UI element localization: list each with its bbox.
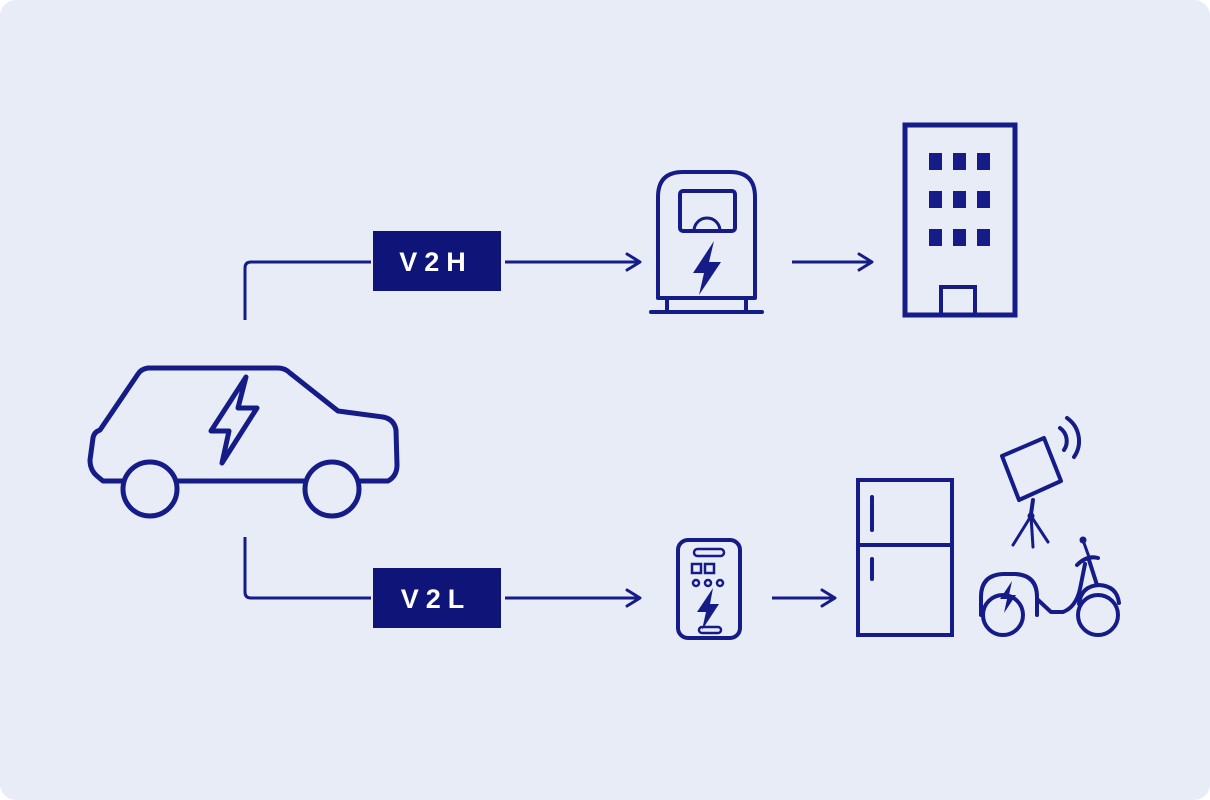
connector-top: [243, 260, 371, 320]
powerstation-vent-bottom: [697, 625, 723, 635]
arrow-v2h-to-charger: [505, 252, 642, 272]
scooter-mirror-stem: [1082, 541, 1091, 559]
v2l-label-text: V2L: [401, 584, 472, 614]
building-door: [939, 285, 977, 315]
arrow-powerstation-to-appliances: [772, 588, 837, 608]
scooter-handlebar: [1075, 555, 1100, 567]
refrigerator-icon: [856, 478, 954, 637]
charger-gauge: [692, 216, 722, 232]
connector-bottom: [243, 537, 371, 600]
scooter-front-fender: [1077, 583, 1121, 606]
powerstation-button: [690, 562, 703, 575]
v2h-label-box: [373, 231, 501, 291]
powerstation-indicator: [691, 578, 701, 588]
charger-screen: [678, 189, 737, 233]
rear-wheel: [302, 459, 362, 519]
portable-power-station-icon: [676, 538, 742, 640]
building-outline: [902, 122, 1018, 318]
signal-waves-icon: [1058, 416, 1082, 459]
front-wheel: [120, 459, 180, 519]
scooter-mirror: [1079, 536, 1087, 544]
arrow-charger-to-building: [792, 252, 874, 272]
v2l-label: V2L: [373, 568, 501, 628]
building-windows: [929, 153, 990, 246]
v2l-label-box: [373, 568, 501, 628]
scooter-fork: [1087, 558, 1099, 587]
v2h-label-text: V2H: [399, 247, 473, 277]
car-body: [87, 365, 400, 484]
scooter-front-wheel: [1076, 593, 1120, 637]
lightning-bolt-icon: [693, 241, 721, 295]
powerstation-body: [676, 538, 742, 640]
charger-body: [656, 170, 757, 300]
work-light-icon: [1000, 416, 1082, 549]
building-icon: [902, 122, 1018, 318]
v2h-label: V2H: [373, 231, 501, 291]
electric-scooter-icon: [979, 536, 1121, 637]
fridge-outline: [856, 478, 954, 637]
light-neck: [1029, 498, 1035, 516]
powerstation-vent-top: [692, 547, 726, 558]
electric-vehicle-icon: [87, 365, 400, 519]
powerstation-indicator: [715, 578, 725, 588]
powerstation-button: [703, 562, 716, 575]
ev-charging-station-icon: [649, 170, 764, 314]
scooter-rear-wheel: [981, 593, 1025, 637]
lightning-bolt-icon: [208, 374, 260, 466]
lightning-bolt-icon: [697, 588, 719, 630]
powerstation-indicator: [703, 578, 713, 588]
scooter-body: [979, 572, 1039, 617]
light-head: [1000, 436, 1063, 502]
arrow-v2l-to-powerstation: [505, 588, 642, 608]
lightning-bolt-icon: [1000, 581, 1016, 613]
scooter-frame: [1035, 562, 1087, 614]
